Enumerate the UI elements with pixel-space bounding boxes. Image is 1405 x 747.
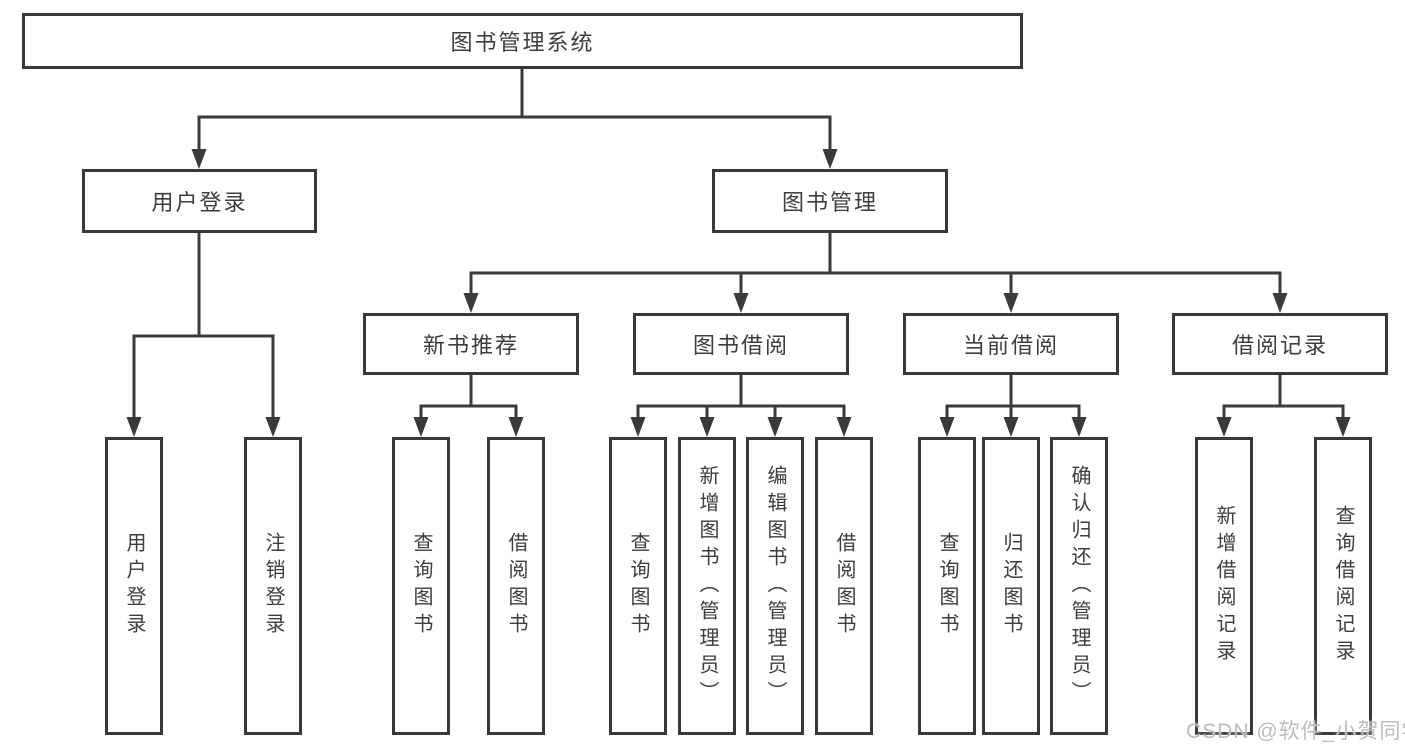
leaf-nbr-query-books: 查询图书	[392, 437, 450, 735]
arrowhead-icons	[126, 149, 1351, 437]
arrow-down-icon	[1071, 417, 1087, 437]
leaf-nbr-borrow-books: 借阅图书	[487, 437, 545, 735]
leaf-bb-edit-books: 编辑图书（管理员）	[746, 437, 804, 735]
leaf-user-login: 用户登录	[105, 437, 163, 735]
node-new-book-recommend: 新书推荐	[363, 313, 579, 375]
arrow-down-icon	[1003, 293, 1019, 313]
arrow-down-icon	[508, 417, 524, 437]
leaf-br-query-record: 查询借阅记录	[1314, 437, 1372, 735]
arrow-down-icon	[767, 417, 783, 437]
node-user-login: 用户登录	[82, 169, 317, 233]
arrow-down-icon	[630, 417, 646, 437]
leaf-bb-add-books: 新增图书（管理员）	[678, 437, 736, 735]
arrow-down-icon	[265, 417, 281, 437]
leaf-logout: 注销登录	[244, 437, 302, 735]
node-book-borrow: 图书借阅	[633, 313, 849, 375]
arrow-down-icon	[1272, 293, 1288, 313]
leaf-cb-confirm-return: 确认归还（管理员）	[1050, 437, 1108, 735]
arrow-down-icon	[191, 149, 207, 169]
arrow-down-icon	[699, 417, 715, 437]
arrow-down-icon	[413, 417, 429, 437]
leaf-cb-return-books: 归还图书	[982, 437, 1040, 735]
node-current-borrow: 当前借阅	[903, 313, 1119, 375]
node-borrow-records: 借阅记录	[1172, 313, 1388, 375]
arrow-down-icon	[939, 417, 955, 437]
arrow-down-icon	[1003, 417, 1019, 437]
leaf-cb-query-books: 查询图书	[918, 437, 976, 735]
node-book-management: 图书管理	[712, 169, 948, 233]
leaf-bb-query-books: 查询图书	[609, 437, 667, 735]
leaf-bb-borrow-books: 借阅图书	[815, 437, 873, 735]
arrow-down-icon	[126, 417, 142, 437]
arrow-down-icon	[1335, 417, 1351, 437]
node-root: 图书管理系统	[22, 13, 1023, 69]
csdn-watermark: CSDN @软件_小贺同学	[1186, 720, 1405, 743]
arrow-down-icon	[822, 149, 838, 169]
arrow-down-icon	[1216, 417, 1232, 437]
arrow-down-icon	[463, 293, 479, 313]
leaf-br-add-record: 新增借阅记录	[1195, 437, 1253, 735]
arrow-down-icon	[836, 417, 852, 437]
arrow-down-icon	[733, 293, 749, 313]
